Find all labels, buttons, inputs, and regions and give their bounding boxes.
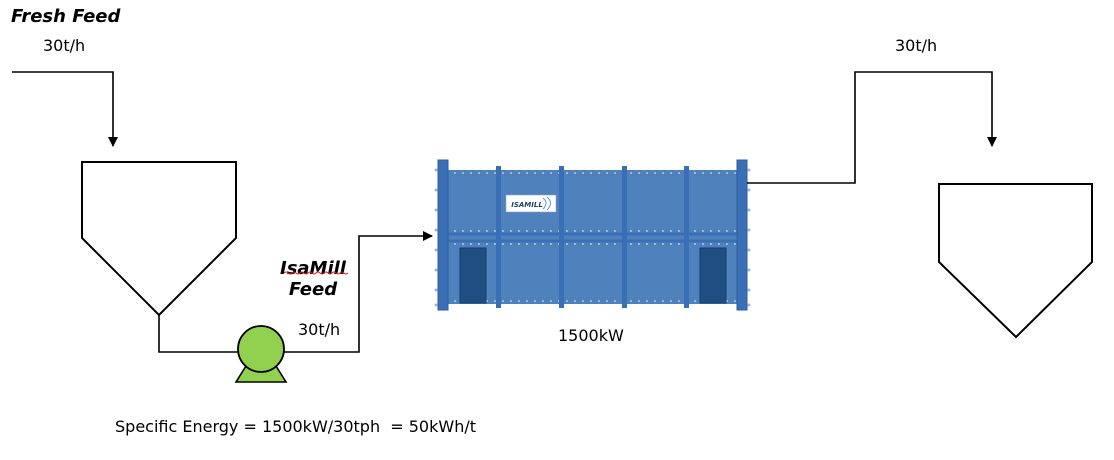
mill-port-right xyxy=(699,247,727,304)
spellcheck-underline xyxy=(284,271,348,275)
isamill-logo: ISAMILL xyxy=(505,194,557,213)
isamill-feed-label: IsaMill Feed xyxy=(268,258,358,300)
isamill-logo-text: ISAMILL xyxy=(511,201,543,209)
isamill-feed-line1: IsaMill xyxy=(280,258,346,279)
mill-bolt-lines xyxy=(446,172,738,302)
isamill: ISAMILL xyxy=(434,159,751,311)
product-hopper xyxy=(938,183,1093,339)
mill-feed-line xyxy=(284,231,433,353)
mill-right-flange xyxy=(736,159,748,311)
mill-feed-rate: 30t/h xyxy=(298,320,341,339)
fresh-feed-rate: 30t/h xyxy=(43,36,86,55)
product-rate: 30t/h xyxy=(895,36,938,55)
fresh-feed-title: Fresh Feed xyxy=(11,6,121,27)
mill-body xyxy=(442,170,742,304)
mill-left-flange xyxy=(437,159,449,311)
mill-ribs xyxy=(496,166,689,308)
feed-pump-icon xyxy=(234,325,288,383)
specific-energy-equation: Specific Energy = 1500kW/30tph = 50kWh/t xyxy=(115,417,476,436)
isamill-feed-line2: Feed xyxy=(288,279,338,300)
flange-bolts xyxy=(434,168,751,307)
hopper-to-pump-line xyxy=(158,315,240,353)
fresh-feed-line xyxy=(12,71,118,147)
product-line xyxy=(747,71,997,184)
mill-port-left xyxy=(459,247,487,304)
mill-power: 1500kW xyxy=(558,326,624,345)
feed-hopper xyxy=(81,161,237,317)
